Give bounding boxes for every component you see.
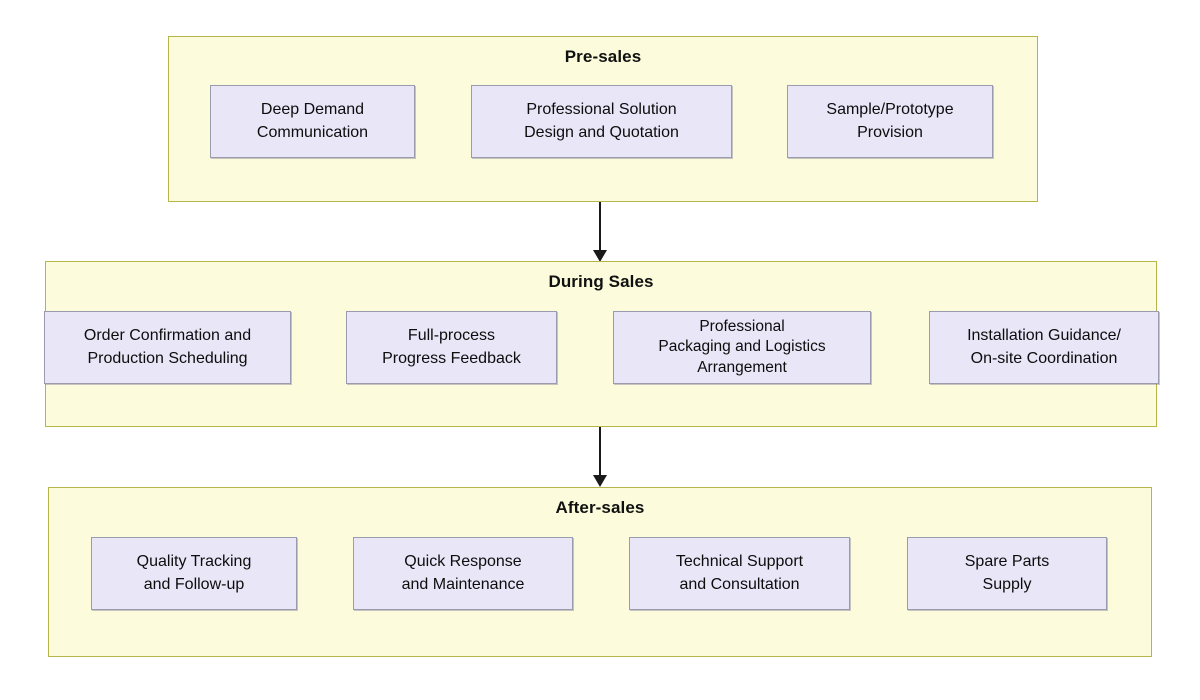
connector-arrowhead (593, 475, 607, 487)
task-label-sample-prototype-provision: Sample/Prototype Provision (826, 101, 954, 141)
task-box-professional-solution-design-and-quotation[interactable]: Professional Solution Design and Quotati… (471, 85, 732, 158)
task-box-full-process-progress-feedback[interactable]: Full-process Progress Feedback (346, 311, 557, 384)
task-label-installation-guidance-on-site-coordination: Installation Guidance/ On-site Coordinat… (967, 327, 1121, 367)
connector-during-sales-to-after-sales (589, 427, 611, 487)
section-title-after-sales: After-sales (555, 498, 645, 517)
task-box-sample-prototype-provision[interactable]: Sample/Prototype Provision (787, 85, 993, 158)
task-label-technical-support-and-consultation: Technical Support and Consultation (675, 553, 804, 593)
task-label-deep-demand-communication: Deep Demand Communication (256, 101, 369, 141)
task-box-professional-packaging-and-logistics-arrangement[interactable]: Professional Packaging and Logistics Arr… (613, 311, 871, 384)
task-box-installation-guidance-on-site-coordination[interactable]: Installation Guidance/ On-site Coordinat… (929, 311, 1159, 384)
task-box-quality-tracking-and-follow-up[interactable]: Quality Tracking and Follow-up (91, 537, 297, 610)
connector-arrowhead (593, 250, 607, 262)
task-box-order-confirmation-and-production-scheduling[interactable]: Order Confirmation and Production Schedu… (44, 311, 291, 384)
task-label-quick-response-and-maintenance: Quick Response and Maintenance (401, 553, 525, 593)
task-box-spare-parts-supply[interactable]: Spare Parts Supply (907, 537, 1107, 610)
section-during-sales: During Sales Order Confirmation and Prod… (44, 261, 1159, 427)
task-label-professional-packaging-and-logistics-arrangement: Professional Packaging and Logistics Arr… (658, 318, 826, 376)
section-pre-sales: Pre-sales Deep Demand Communication Prof… (168, 36, 1038, 202)
task-label-professional-solution-design-and-quotation: Professional Solution Design and Quotati… (524, 101, 679, 141)
connector-line (599, 427, 601, 475)
section-title-during-sales: During Sales (548, 272, 654, 291)
connector-pre-sales-to-during-sales (589, 202, 611, 262)
task-box-technical-support-and-consultation[interactable]: Technical Support and Consultation (629, 537, 850, 610)
task-label-quality-tracking-and-follow-up: Quality Tracking and Follow-up (136, 553, 252, 593)
connector-line (599, 202, 601, 250)
task-label-spare-parts-supply: Spare Parts Supply (964, 553, 1050, 593)
task-label-full-process-progress-feedback: Full-process Progress Feedback (382, 327, 521, 367)
section-after-sales: After-sales Quality Tracking and Follow-… (48, 487, 1152, 657)
task-box-deep-demand-communication[interactable]: Deep Demand Communication (210, 85, 415, 158)
task-box-quick-response-and-maintenance[interactable]: Quick Response and Maintenance (353, 537, 573, 610)
section-title-pre-sales: Pre-sales (564, 47, 642, 66)
task-label-order-confirmation-and-production-scheduling: Order Confirmation and Production Schedu… (83, 327, 252, 367)
